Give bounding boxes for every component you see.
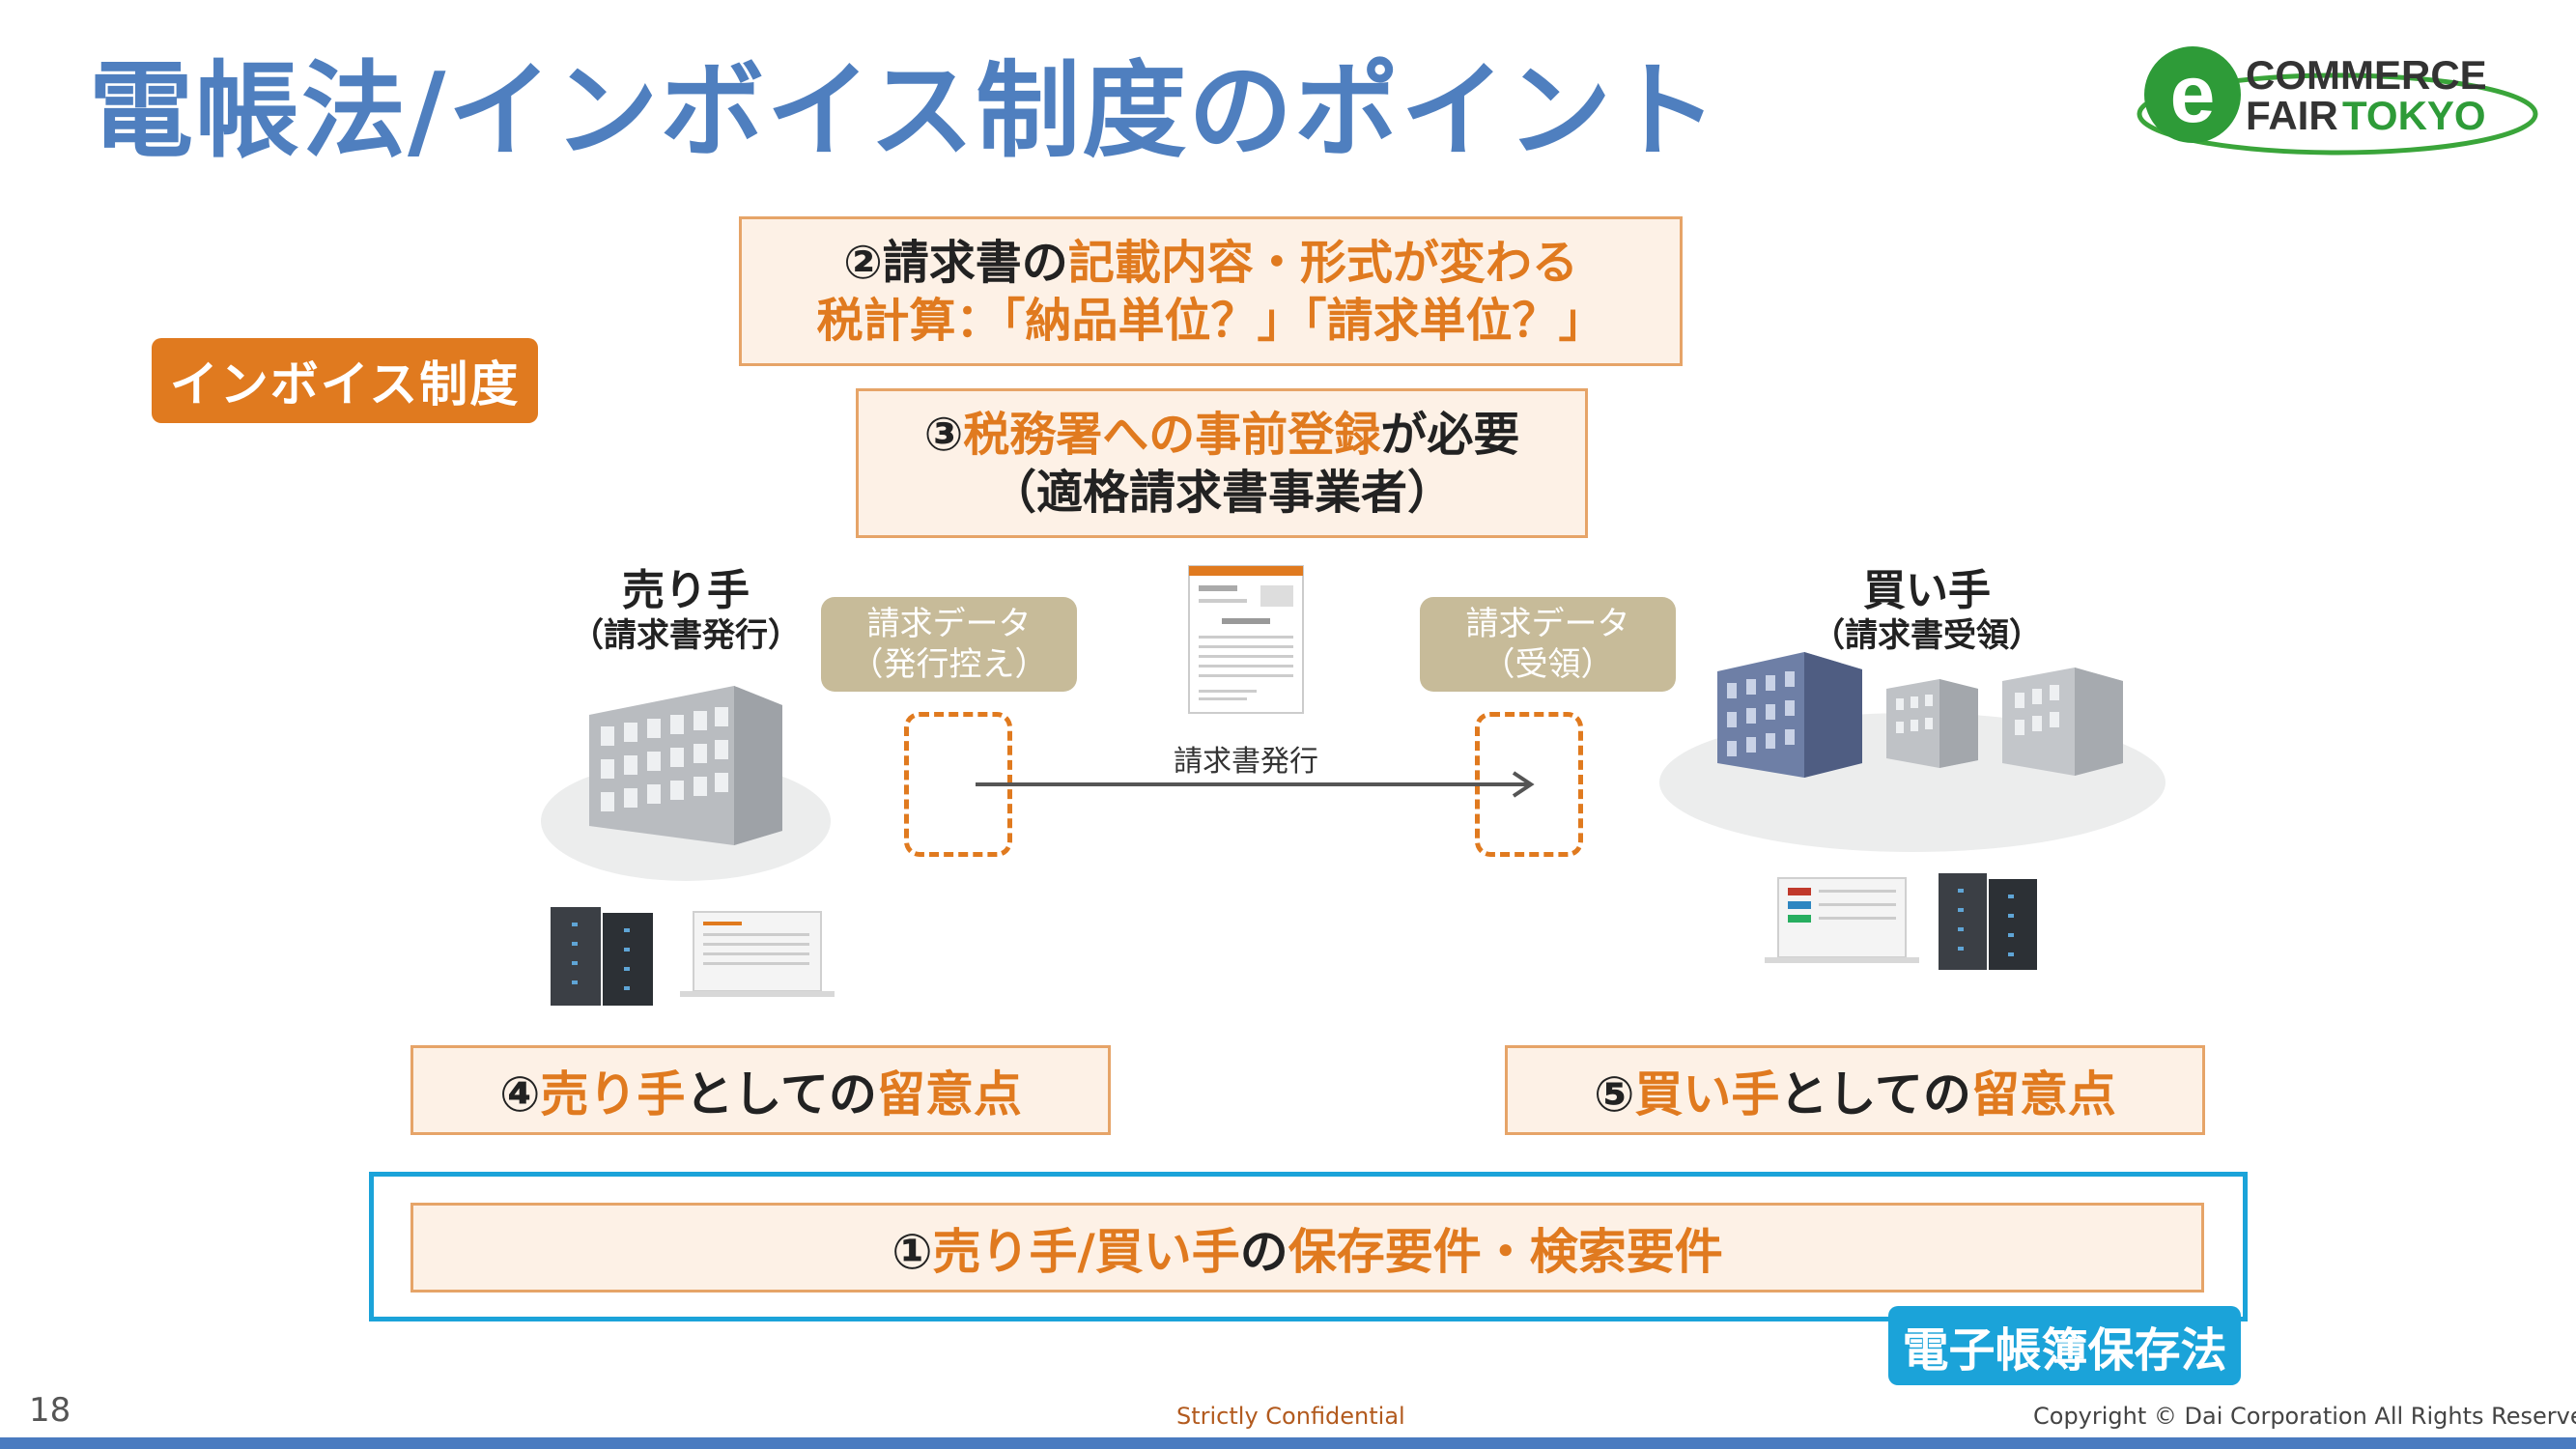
page-title: 電帳法/インボイス制度のポイント [89,51,1720,172]
seller-data-tag: 請求データ （発行控え） [821,597,1077,692]
arrow-label: 請求書発行 [1174,745,1318,779]
point-4-text: ④売り手としての留意点 [499,1056,1022,1125]
copyright-text: Copyright © Dai Corporation All Rights R… [2033,1403,2576,1430]
buyer-buildings-icon [1659,652,2166,852]
point-1-number: ① [892,1223,933,1280]
footer-bar [0,1437,2576,1449]
point-1-requirements: 保存要件・検索要件 [1288,1223,1723,1280]
point-3-highlight: 税務署への事前登録 [963,407,1381,462]
svg-text:e: e [2170,48,2216,139]
point-3-suffix: が必要 [1380,407,1520,462]
point-4-caution: 留意点 [876,1065,1022,1122]
seller-title: 売り手 [622,566,750,615]
point-1-box: ①売り手/買い手の保存要件・検索要件 [410,1203,2204,1293]
buyer-data-tag: 請求データ （受領） [1420,597,1676,692]
point-1-parties: 売り手/買い手 [932,1223,1240,1280]
buyer-laptop-icon [1765,877,1919,963]
seller-data-tag-line1: 請求データ [866,605,1032,643]
invoice-document-icon [1188,565,1304,714]
confidential-label: Strictly Confidential [1176,1403,1405,1430]
logo-commerce-text: COMMERCE [2246,52,2487,98]
point-4-box: ④売り手としての留意点 [410,1045,1111,1135]
seller-building-icon [541,686,831,881]
invoice-flow-arrow [976,771,1535,798]
point-2-highlight: 記載内容・形式が変わる [1067,235,1578,290]
buyer-server-icon [1939,873,2037,970]
point-5-buyer: 買い手 [1634,1065,1780,1122]
point-5-number: ⑤ [1594,1065,1635,1122]
seller-subtitle: （請求書発行） [571,616,801,655]
point-2-line1: ②請求書の記載内容・形式が変わる [843,234,1578,292]
buyer-data-tag-line1: 請求データ [1465,605,1630,643]
point-4-number: ④ [499,1065,541,1122]
point-5-box: ⑤買い手としての留意点 [1505,1045,2205,1135]
point-5-caution: 留意点 [1970,1065,2116,1122]
point-5-as: としての [1779,1065,1971,1122]
seller-laptop-icon [680,911,835,997]
point-5-text: ⑤買い手としての留意点 [1594,1056,2116,1125]
seller-server-icon [551,907,653,1006]
buyer-title: 買い手 [1863,566,1991,615]
point-4-seller: 売り手 [540,1065,686,1122]
point-3-line2: （適格請求書事業者） [989,465,1454,520]
logo-fair-text: FAIR [2246,93,2338,138]
buyer-subtitle: （請求書受領） [1812,616,2042,655]
point-2-line2: 税計算：「納品単位？」「請求単位？」 [816,293,1605,348]
logo-tokyo-text: TOKYO [2342,93,2486,138]
e-book-law-frame [369,1172,2248,1321]
point-3-number: ③ [923,407,964,462]
invoice-system-tag: インボイス制度 [152,338,538,423]
ecommerce-fair-logo: e COMMERCE FAIR TOKYO [2137,35,2545,160]
point-2-prefix: ②請求書の [843,235,1068,290]
point-3-box: ③税務署への事前登録が必要 （適格請求書事業者） [856,388,1588,538]
point-3-line1: ③税務署への事前登録が必要 [924,406,1520,464]
buyer-data-tag-line2: （受領） [1482,645,1614,684]
e-book-law-tag: 電子帳簿保存法 [1888,1306,2241,1385]
page-number: 18 [29,1391,71,1430]
point-1-text: ①売り手/買い手の保存要件・検索要件 [892,1213,1723,1283]
point-1-of: の [1239,1223,1288,1280]
logo-graphic: e [2137,46,2538,156]
point-4-as: としての [685,1065,877,1122]
point-2-box: ②請求書の記載内容・形式が変わる 税計算：「納品単位？」「請求単位？」 [739,216,1683,366]
seller-data-tag-line2: （発行控え） [850,645,1048,684]
